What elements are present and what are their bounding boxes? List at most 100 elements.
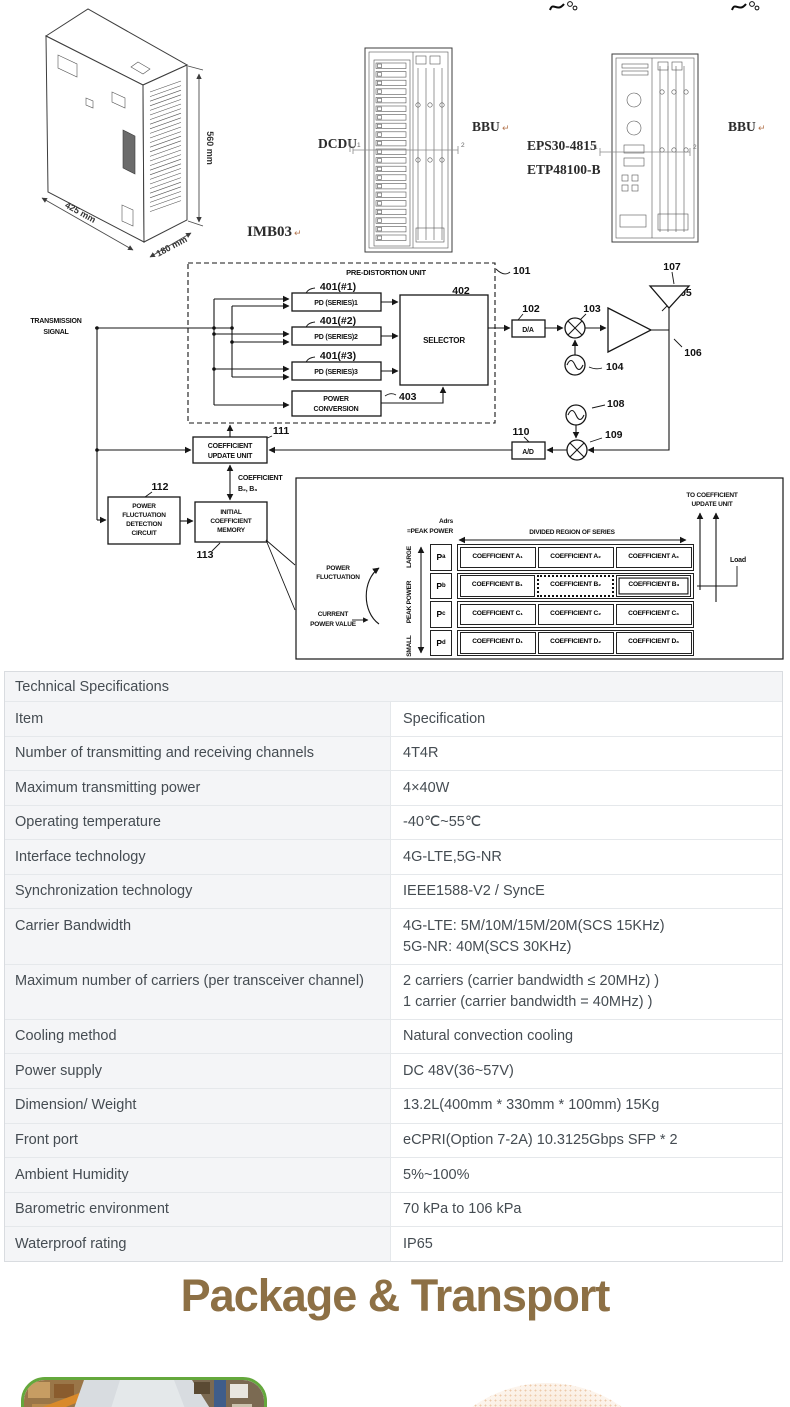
spec-item-cell: Ambient Humidity [5,1158,391,1192]
ref-110: 110 [513,426,530,438]
spec-item-cell: Synchronization technology [5,874,391,909]
memory-coefficient-cell: COEFFICIENT C₂ [537,603,614,625]
cabinet-height-dimension: 560 mm [205,131,215,165]
rack-drawing-power [611,53,699,243]
spec-item-cell: Interface technology [5,840,391,874]
svg-text:SELECTOR: SELECTOR [423,336,465,345]
coefficient-update-unit-box [192,436,268,464]
spec-row: Number of transmitting and receiving cha… [5,736,782,772]
callout-number: 2 [693,144,697,151]
power-module-details [619,63,649,228]
dcdu-terminal-rows [375,62,407,241]
ref-107: 107 [663,261,681,273]
package-transport-heading: Package & Transport [180,1270,611,1321]
svg-text:COEFFICIENT: COEFFICIENT [208,443,253,450]
spec-row: Maximum number of carriers (per transcei… [5,964,782,1020]
etp-model-label: ETP48100-B [527,162,601,177]
callout-number: 1 [357,142,361,149]
initial-coefficient-memory-box [194,501,268,543]
equipment-drawings: 560 mm 425 mm 180 mm IMB03 ↵ DCDU 1 2 BB… [41,1,766,258]
svg-text:UPDATE UNIT: UPDATE UNIT [691,501,732,508]
spec-item-cell: Maximum transmitting power [5,771,391,805]
spec-value-cell: 5%~100% [391,1158,782,1192]
return-mark: ↵ [758,124,766,134]
mixer-109 [566,439,588,461]
predistortion-block-diagram: TRANSMISSION SIGNAL PRE-DISTORTION UNIT … [30,261,784,660]
memory-coefficient-cell: COEFFICIENT C₃ [615,603,692,625]
divided-region-label: DIVIDED REGION OF SERIES [529,529,615,536]
spec-value-cell: 70 kPa to 106 kPa [391,1192,782,1227]
svg-text:SIGNAL: SIGNAL [43,329,69,336]
power-fluctuation-label: POWER [326,565,350,572]
ref-112: 112 [152,481,169,493]
axis-large-label: LARGE [406,545,413,568]
ref-108: 108 [607,398,625,410]
return-mark: ↵ [502,124,510,134]
cabinet-drawing: 560 mm 425 mm 180 mm [41,8,215,258]
memory-coefficient-cell: COEFFICIENT A₁ [459,546,536,568]
amplifier-105 [607,306,653,354]
antenna-107 [648,285,691,309]
technical-specifications-table: Technical Specifications Item Specificat… [4,671,783,1262]
memory-coefficient-cell: COEFFICIENT B₃ [616,575,692,597]
bbu-slot-lines [415,55,445,243]
eps-model-label: EPS30-4815 [527,138,597,153]
svg-text:CIRCUIT: CIRCUIT [132,530,157,537]
svg-text:=PEAK POWER: =PEAK POWER [407,528,454,535]
bbu-label: BBU [472,119,500,134]
svg-text:PD (SERIES)3: PD (SERIES)3 [314,369,358,376]
globe-graphic [418,1383,676,1407]
power-conversion-box [291,390,382,417]
spec-value-cell: 4G-LTE: 5M/10M/15M/20M(SCS 15KHz)5G-NR: … [391,909,782,964]
svg-text:POWER: POWER [323,396,349,403]
spec-value-cell: IEEE1588-V2 / SyncE [391,874,782,909]
load-label: Load [730,557,746,564]
axis-peak-power-label: PEAK POWER [406,580,413,623]
ref-103: 103 [583,303,601,315]
memory-coefficient-cell: COEFFICIENT C₁ [459,603,536,625]
transmission-signal-label: TRANSMISSION [30,318,81,325]
callout-number: 1 [594,144,598,151]
svg-text:POWER: POWER [132,503,156,510]
ref-113: 113 [197,549,214,561]
spec-item-cell: Barometric environment [5,1192,391,1227]
warehouse-photo [21,1377,267,1407]
cabinet-connector-block [122,129,136,175]
spec-item-cell: Operating temperature [5,805,391,840]
axis-small-label: SMALL [406,635,413,657]
svg-text:FLUCTUATION: FLUCTUATION [122,512,166,519]
spec-item-cell: Waterproof rating [5,1227,391,1261]
svg-text:COEFFICIENT: COEFFICIENT [210,518,251,525]
ref-401-1: 401(#1) [320,281,356,293]
spec-value-cell: 4G-LTE,5G-NR [391,840,782,874]
selector-box [399,294,489,386]
spec-item-cell: Cooling method [5,1019,391,1054]
memory-coefficient-cell: COEFFICIENT D₁ [459,632,536,654]
bbu-label: BBU [728,119,756,134]
predistortion-unit-title: PRE-DISTORTION UNIT [346,268,426,277]
spec-table-title: Technical Specifications [5,672,782,702]
svg-text:D/A: D/A [522,327,534,334]
decorative-squiggle [549,1,578,11]
spec-item-cell: Power supply [5,1054,391,1088]
svg-text:MEMORY: MEMORY [217,527,246,534]
spec-header-item: Item [5,702,391,736]
spec-value-cell: DC 48V(36~57V) [391,1054,782,1088]
memory-coefficient-cell: COEFFICIENT B₂ [536,575,615,597]
svg-text:DETECTION: DETECTION [126,521,162,528]
